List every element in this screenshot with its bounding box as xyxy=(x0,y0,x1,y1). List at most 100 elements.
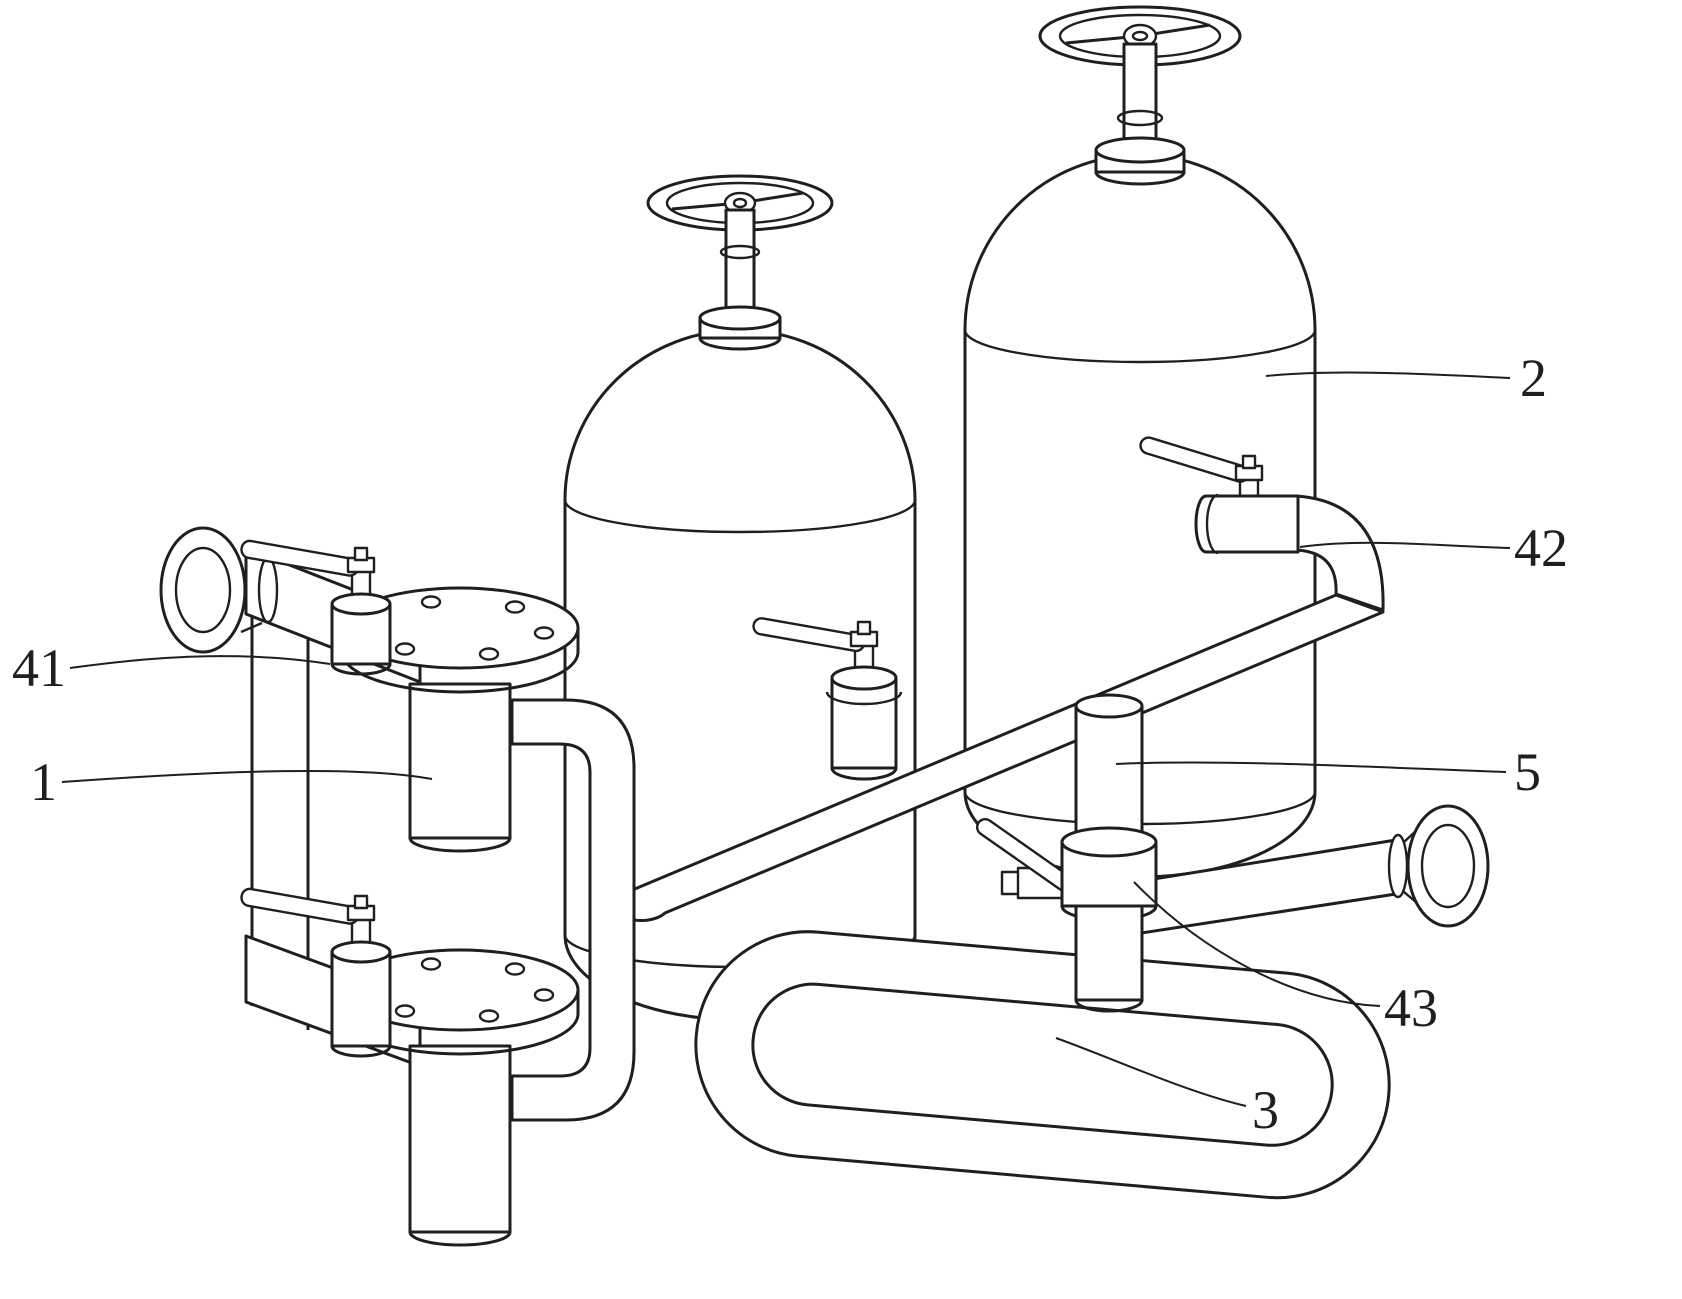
valve-stem xyxy=(724,208,756,322)
reference-labels: 41 1 2 42 5 43 3 xyxy=(12,348,1568,1140)
cap-top xyxy=(698,305,782,331)
leader-line-2 xyxy=(1265,371,1511,379)
handwheel-hub-bolt xyxy=(732,197,748,209)
bolt-hole xyxy=(394,642,416,656)
valve-body-walls xyxy=(1060,842,1158,906)
outlet-elbow-42 xyxy=(1139,436,1385,612)
stem-bolt-top xyxy=(1241,454,1257,470)
valve-body xyxy=(330,950,392,1048)
stem-bolt-top xyxy=(856,620,872,636)
leader-line-41 xyxy=(69,655,331,669)
valve-body-bottom xyxy=(330,663,392,676)
tank-neck-cap xyxy=(698,305,782,351)
pipe-lower-bottom xyxy=(1074,999,1144,1013)
inlet-bell-flange xyxy=(159,526,279,654)
riser-pipe-bottom xyxy=(408,1231,512,1247)
stem-bolt-top xyxy=(353,546,369,562)
leader-line-5 xyxy=(1115,761,1507,773)
stem-collar xyxy=(1116,109,1164,127)
handwheel-icon xyxy=(646,174,834,232)
riser-pipe xyxy=(408,1044,512,1234)
riser-pipe-walls xyxy=(408,684,512,838)
lever-handle xyxy=(240,887,360,925)
valve-body-top xyxy=(1060,826,1158,858)
pipe-lower-walls xyxy=(1074,906,1144,1000)
bolt-hole xyxy=(504,962,526,976)
bolt-hole xyxy=(420,595,442,609)
cap-bottom xyxy=(1094,171,1186,186)
riser-pipe-bottom xyxy=(408,837,512,853)
valve-body-walls xyxy=(330,952,392,1046)
ref-label-42: 42 xyxy=(1514,518,1568,578)
right-tank xyxy=(963,5,1317,879)
leader-line-43 xyxy=(1133,881,1381,1007)
valve-body-bottom xyxy=(330,1045,392,1058)
leader-lines xyxy=(61,371,1511,1107)
ring-inner xyxy=(751,982,1334,1147)
right-outlet-pipe xyxy=(1133,804,1490,936)
ref-label-43: 43 xyxy=(1384,978,1438,1038)
flanged-riser-upper xyxy=(340,586,580,853)
handwheel-icon xyxy=(1038,5,1242,67)
stem-collar xyxy=(719,244,761,260)
flanged-riser-lower xyxy=(340,948,580,1247)
bell-mouth-outer xyxy=(1406,804,1490,928)
bell-collar xyxy=(257,556,279,624)
main-diagonal-pipe-run xyxy=(612,436,1385,922)
ref-label-2: 2 xyxy=(1520,348,1547,408)
valve-body xyxy=(1194,494,1300,554)
valve-stem xyxy=(1122,42,1158,152)
riser-pipe-walls xyxy=(408,1046,512,1232)
leader-line-42 xyxy=(1299,541,1511,549)
tank-shoulder-seam xyxy=(563,499,917,534)
valve-body-bottom xyxy=(830,767,898,781)
valve-collar xyxy=(1205,493,1219,555)
valve-body-top xyxy=(330,592,392,616)
valve-body xyxy=(830,676,898,770)
drop-pipe-5 xyxy=(975,693,1158,1013)
mid-run-valve xyxy=(752,617,903,781)
pipe-upper-walls xyxy=(1074,706,1144,842)
ref-label-1: 1 xyxy=(30,752,57,812)
tank-neck-cap xyxy=(1094,136,1186,186)
leader-line-1 xyxy=(61,769,433,783)
valve-body-top xyxy=(830,665,898,691)
handwheel-hub-bolt xyxy=(1131,30,1149,42)
riser-pipe xyxy=(408,682,512,840)
pipe-upper xyxy=(1074,704,1144,844)
bolt-hole xyxy=(504,600,526,614)
left-manifold-assembly xyxy=(159,526,636,1247)
bolt-hole xyxy=(533,988,555,1002)
bolt-hole xyxy=(478,1009,500,1023)
stem-bolt-top xyxy=(353,894,369,910)
valve-body-top xyxy=(330,940,392,964)
bell-mouth-inner xyxy=(1420,823,1476,909)
bolt-hole xyxy=(394,1004,416,1018)
bell-mouth-outer xyxy=(159,526,247,654)
valve-body-walls xyxy=(830,678,898,768)
leader-line-3 xyxy=(1055,1037,1247,1107)
tank-shoulder-seam xyxy=(963,329,1317,364)
ref-label-41: 41 xyxy=(12,638,66,698)
left-tank xyxy=(563,174,917,1022)
bell-mouth-inner xyxy=(174,546,232,634)
flange-rim xyxy=(340,628,580,694)
cap-bottom xyxy=(698,337,782,351)
bolt-hole xyxy=(533,626,555,640)
ref-label-3: 3 xyxy=(1252,1080,1279,1140)
pipe-collar xyxy=(1387,833,1409,899)
cap-top xyxy=(1094,136,1186,164)
bolt-hole xyxy=(478,647,500,661)
bolt-hole xyxy=(420,957,442,971)
base-ring-pipe xyxy=(694,930,1391,1200)
valve-41 xyxy=(240,539,392,676)
valve-lower-branch xyxy=(240,887,392,1058)
valve-body-walls xyxy=(330,604,392,664)
u-return-loop-pipe xyxy=(510,698,636,1122)
pipe-lower xyxy=(1074,904,1144,1002)
ref-label-5: 5 xyxy=(1514,742,1541,802)
pipe-open-top xyxy=(1074,693,1144,719)
valve-collar xyxy=(825,691,903,706)
